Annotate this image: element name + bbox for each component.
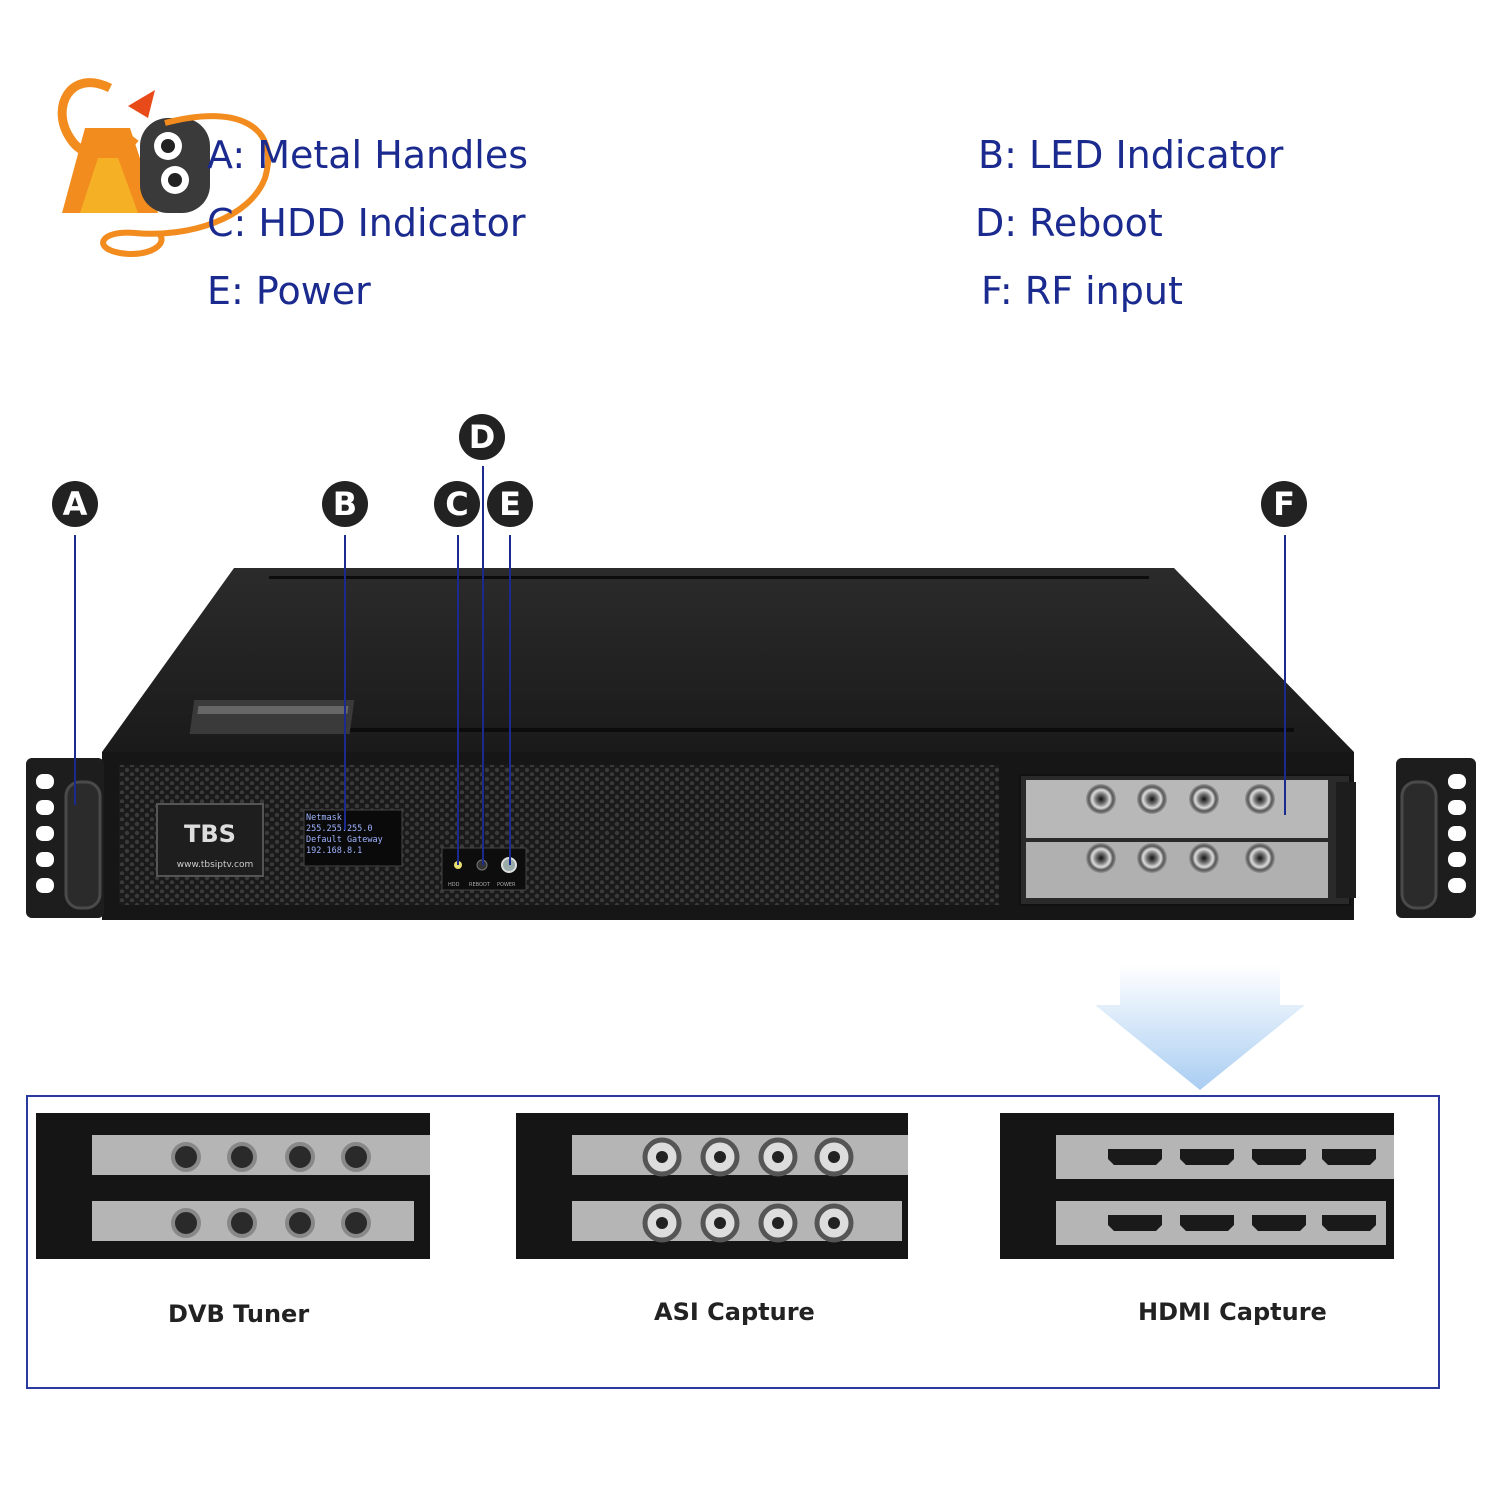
marker-f: F <box>1261 481 1307 527</box>
lcd-display: Netmask 255.255.255.0 Default Gateway 19… <box>306 813 400 857</box>
capture-options-box: DVB Tuner ASI Capture HDMI Capture <box>26 1095 1440 1389</box>
variant-label-asi-capture: ASI Capture <box>654 1298 815 1326</box>
brand-logo <box>57 78 272 257</box>
leader-line-f <box>1284 535 1286 815</box>
legend-hdd-indicator: C: HDD Indicator <box>207 201 526 245</box>
legend-reboot: D: Reboot <box>975 201 1163 245</box>
asi-capture-image <box>516 1113 908 1259</box>
variant-label-hdmi-capture: HDMI Capture <box>1138 1298 1327 1326</box>
svg-text:TBS: TBS <box>184 820 236 848</box>
hdmi-capture-image <box>1000 1113 1394 1259</box>
legend-metal-handles: A: Metal Handles <box>207 133 528 177</box>
power-label: POWER <box>497 882 516 888</box>
down-arrow-icon <box>1095 965 1305 1090</box>
reboot-label: REBOOT <box>469 882 490 888</box>
lcd-line: 192.168.8.1 <box>306 846 363 856</box>
leader-line-d <box>482 466 484 865</box>
leader-line-e <box>509 535 511 865</box>
marker-d: D <box>459 414 505 460</box>
leader-line-c <box>457 535 459 865</box>
marker-b: B <box>322 481 368 527</box>
leader-line-a <box>74 535 76 805</box>
legend-led-indicator: B: LED Indicator <box>978 133 1284 177</box>
leader-line-b <box>344 535 346 830</box>
legend-power: E: Power <box>207 269 371 313</box>
hdd-label: HDD <box>448 882 460 888</box>
marker-a: A <box>52 481 98 527</box>
marker-e: E <box>487 481 533 527</box>
lcd-line: 255.255.255.0 <box>306 824 373 834</box>
legend-rf-input: F: RF input <box>981 269 1183 313</box>
lcd-line: Default Gateway <box>306 835 383 845</box>
dvb-tuner-image <box>36 1113 430 1259</box>
marker-c: C <box>434 481 480 527</box>
device-illustration: TBS <box>26 568 1476 920</box>
lcd-line: Netmask <box>306 813 342 823</box>
variant-label-dvb-tuner: DVB Tuner <box>168 1300 310 1328</box>
front-panel-url: www.tbsiptv.com <box>176 860 254 870</box>
